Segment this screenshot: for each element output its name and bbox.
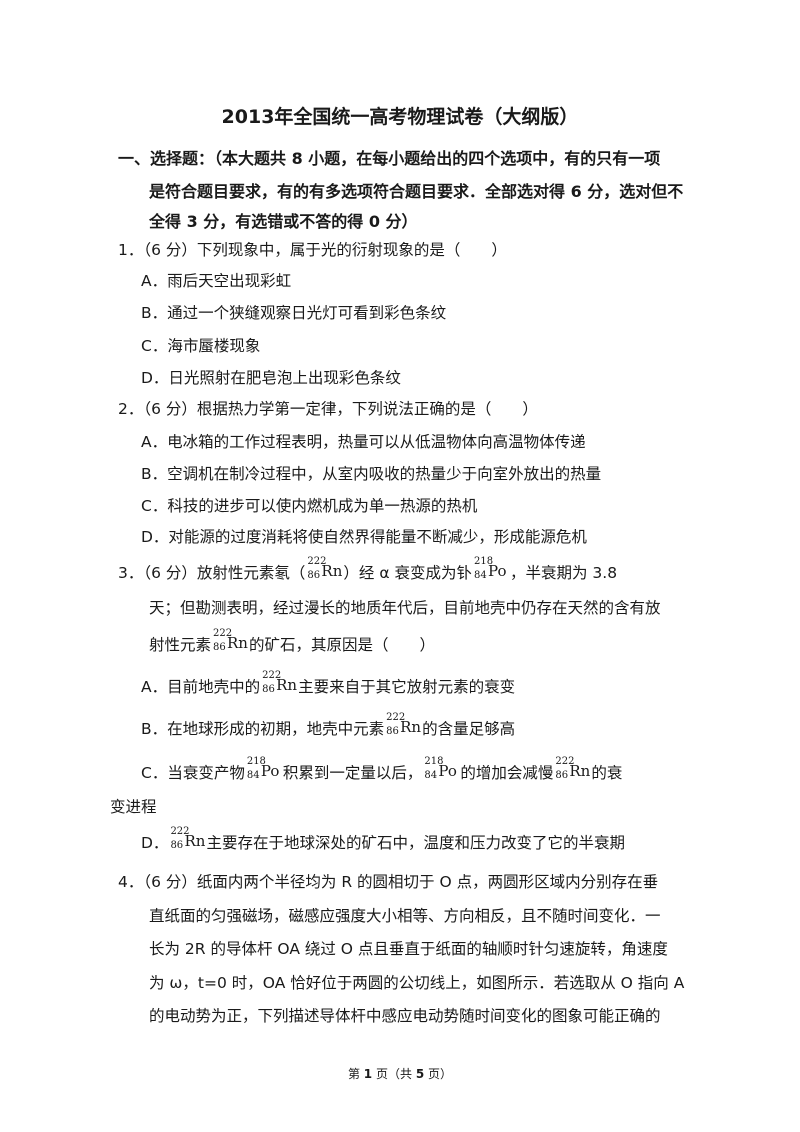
- q1-option-d: D．日光照射在肥皂泡上出现彩色条纹: [141, 369, 401, 387]
- q2-option-a: A．电冰箱的工作过程表明，热量可以从低温物体向高温物体传递: [141, 433, 586, 451]
- q1-option-a: A．雨后天空出现彩虹: [141, 272, 292, 290]
- page-title: 2013年全国统一高考物理试卷（大纲版）: [221, 106, 579, 128]
- section-heading: 一、选择题：（本大题共 8 小题，在每小题给出的四个选项中，有的只有一项: [118, 149, 661, 168]
- question-4-stem-line2: 直纸面的匀强磁场，磁感应强度大小相等、方向相反，且不随时间变化．一: [149, 907, 661, 925]
- q2-option-b: B．空调机在制冷过程中，从室内吸收的热量少于向室外放出的热量: [141, 465, 602, 483]
- question-4-stem-line4: 为 ω，t=0 时，OA 恰好位于两圆的公切线上，如图所示．若选取从 O 指向 …: [149, 974, 685, 992]
- q1-option-c: C．海市蜃楼现象: [141, 337, 261, 355]
- q3-option-c-continued: 变进程: [110, 798, 157, 816]
- q2-option-c: C．科技的进步可以使内燃机成为单一热源的热机: [141, 497, 478, 515]
- question-4-stem-line5: 的电动势为正，下列描述导体杆中感应电动势随时间变化的图象可能正确的: [149, 1007, 661, 1025]
- question-2-stem: 2．（6 分）根据热力学第一定律，下列说法正确的是（ ）: [118, 400, 538, 418]
- page-footer: 第 1 页（共 5 页）: [347, 1067, 453, 1081]
- q1-option-b: B．通过一个狭缝观察日光灯可看到彩色条纹: [141, 304, 447, 322]
- page-number: 1: [363, 1067, 373, 1081]
- q2-option-d: D．对能源的过度消耗将使自然界得能量不断减少，形成能源危机: [141, 528, 587, 546]
- question-1-stem: 1．（6 分）下列现象中，属于光的衍射现象的是（ ）: [118, 241, 507, 259]
- section-heading-line3: 全得 3 分，有选错或不答的得 0 分）: [149, 212, 418, 231]
- question-4-stem-line3: 长为 2R 的导体杆 OA 绕过 O 点且垂直于纸面的轴顺时针匀速旋转，角速度: [149, 940, 668, 958]
- section-heading-line2: 是符合题目要求，有的有多选项符合题目要求．全部选对得 6 分，选对但不: [149, 182, 684, 201]
- question-3-stem-line2: 天；但勘测表明，经过漫长的地质年代后，目前地壳中仍存在天然的含有放: [149, 599, 661, 617]
- page-total: 5: [415, 1067, 425, 1081]
- question-4-stem-line1: 4．（6 分）纸面内两个半径均为 R 的圆相切于 O 点，两圆形区域内分别存在垂: [118, 873, 659, 891]
